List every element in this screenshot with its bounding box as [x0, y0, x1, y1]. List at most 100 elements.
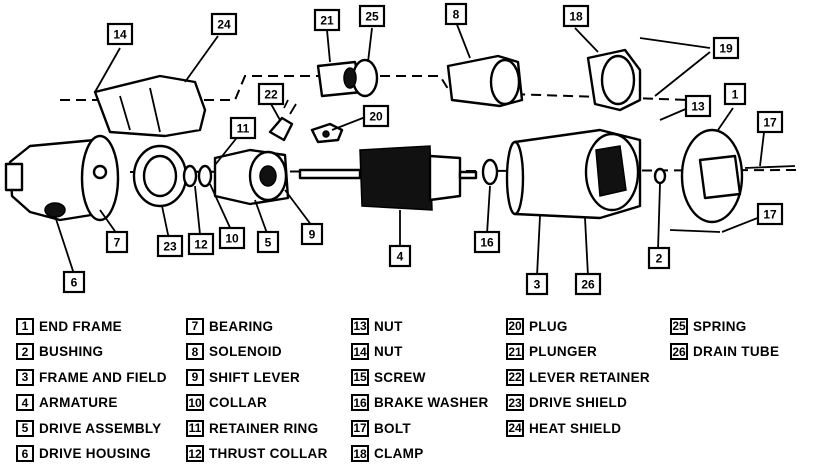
callout-number: 8: [453, 8, 460, 22]
callout-4: 4: [388, 244, 412, 268]
callout-number: 7: [114, 236, 121, 250]
callout-number: 16: [480, 236, 494, 250]
legend-item-9: 9 SHIFT LEVER: [186, 367, 300, 387]
legend-label: DRIVE SHIELD: [529, 395, 628, 410]
callout-box: [362, 104, 390, 128]
callout-box: [388, 244, 412, 268]
legend-number: 17: [351, 419, 369, 437]
legend-number: 21: [506, 343, 524, 360]
legend-label: CLAMP: [374, 446, 424, 461]
legend-number: 5: [16, 419, 34, 437]
legend-label: BRAKE WASHER: [374, 395, 489, 410]
legend-label: SPRING: [693, 318, 747, 334]
callout-number: 21: [320, 14, 334, 28]
brake-washer-part: [481, 158, 499, 186]
legend-label: DRAIN TUBE: [693, 344, 780, 359]
callout-number: 22: [264, 88, 278, 102]
callout-25: 25: [358, 4, 386, 28]
callout-18: 18: [562, 4, 590, 28]
legend-number: 1: [16, 317, 34, 335]
callout-13: 13: [684, 94, 712, 118]
legend-number: 18: [351, 445, 369, 462]
callout-box: [256, 230, 280, 254]
legend-number: 25: [670, 317, 688, 335]
bushing-part: [653, 167, 667, 185]
callout-box: [574, 272, 602, 296]
callout-21: 21: [313, 8, 341, 32]
legend-label: FRAME AND FIELD: [39, 369, 167, 385]
legend-item-14: 14 NUT: [351, 342, 403, 362]
callout-box: [358, 4, 386, 28]
legend-number: 12: [186, 445, 204, 462]
callout-2: 2: [647, 246, 671, 270]
legend-label: HEAT SHIELD: [529, 420, 622, 436]
shift-lever-part: [268, 99, 297, 142]
legend-label: THRUST COLLAR: [209, 446, 328, 461]
legend-number: 3: [16, 368, 34, 386]
bolt-upper-part: [744, 165, 796, 169]
legend-label: PLUG: [529, 318, 568, 334]
callout-number: 5: [265, 236, 272, 250]
callout-number: 10: [225, 232, 239, 246]
callout-17: 17: [756, 110, 784, 134]
drive-shield-part: [132, 144, 188, 208]
callout-number: 12: [194, 238, 208, 252]
callout-box: [756, 202, 784, 226]
legend-label: COLLAR: [209, 395, 268, 410]
callout-box: [105, 230, 129, 254]
legend-label: BUSHING: [39, 344, 104, 359]
legend-number: 14: [351, 343, 369, 360]
callout-9: 9: [300, 222, 324, 246]
clamp-part: [586, 48, 642, 112]
callout-26: 26: [574, 272, 602, 296]
callout-box: [300, 222, 324, 246]
legend-item-12: 12 THRUST COLLAR: [186, 444, 328, 464]
callout-23: 23: [156, 234, 184, 258]
callout-11: 11: [229, 116, 257, 140]
legend-item-3: 3 FRAME AND FIELD: [16, 367, 167, 387]
callout-number: 26: [581, 278, 595, 292]
legend-label: SOLENOID: [209, 344, 282, 359]
callout-box: [187, 232, 215, 256]
legend-label: DRIVE HOUSING: [39, 446, 151, 461]
callout-number: 6: [71, 276, 78, 290]
solenoid-part: [446, 54, 524, 108]
legend-number: 16: [351, 394, 369, 411]
callout-number: 17: [763, 208, 777, 222]
callout-16: 16: [473, 230, 501, 254]
callout-12: 12: [187, 232, 215, 256]
callout-number: 25: [365, 10, 379, 24]
legend-label: NUT: [374, 344, 403, 359]
callout-number: 24: [217, 18, 231, 32]
legend-label: SHIFT LEVER: [209, 369, 301, 385]
callout-number: 2: [656, 252, 663, 266]
callout-box: [712, 36, 740, 60]
callout-box: [62, 270, 86, 294]
thrust-collar-part: [182, 164, 213, 188]
armature-part: [298, 145, 478, 211]
heat-shield-part: [93, 74, 207, 138]
callout-box: [525, 272, 549, 296]
callout-24: 24: [210, 12, 238, 36]
legend-item-2: 2 BUSHING: [16, 342, 103, 362]
callout-5: 5: [256, 230, 280, 254]
legend-number: 2: [16, 343, 34, 360]
callout-box: [473, 230, 501, 254]
exploded-starter-diagram: 1234567891011121314161717181920212223242…: [4, 2, 801, 296]
callout-3: 3: [525, 272, 549, 296]
legend-number: 9: [186, 368, 204, 386]
callout-box: [229, 116, 257, 140]
callout-number: 20: [369, 110, 383, 124]
legend-number: 7: [186, 317, 204, 335]
callout-number: 9: [309, 228, 316, 242]
callout-box: [444, 2, 468, 26]
